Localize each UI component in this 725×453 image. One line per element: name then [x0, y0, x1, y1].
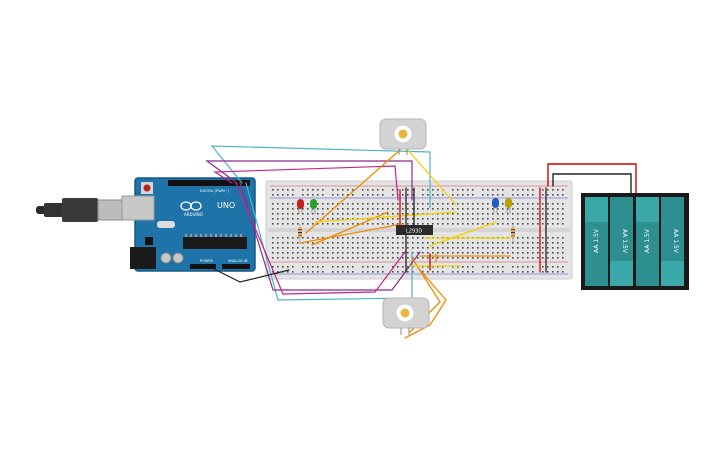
dc-motor-icon[interactable] — [379, 118, 427, 155]
arduino-logo: ARDUINO — [180, 201, 203, 217]
led-red[interactable] — [297, 199, 304, 214]
wire-magenta-bottom[interactable] — [235, 182, 406, 295]
wire-magenta-top[interactable] — [213, 165, 399, 201]
wire-yellow-1[interactable] — [407, 149, 457, 206]
resistor-right[interactable] — [511, 224, 515, 242]
battery-cell-label: AA 1.5V — [621, 229, 628, 254]
arduino-model: UNO — [217, 201, 235, 210]
led-yellow[interactable] — [505, 198, 512, 213]
wire-orange-1[interactable] — [305, 149, 401, 234]
dc-motor-icon[interactable] — [382, 297, 430, 335]
led-green[interactable] — [310, 199, 317, 214]
breadboard-holes — [272, 189, 564, 273]
usb-cable-icon — [36, 198, 123, 222]
wire-orange-6[interactable] — [404, 269, 447, 339]
battery-cell: AA 1.5V — [610, 197, 633, 286]
wire-black-ground[interactable] — [211, 267, 290, 283]
driver-ic-label: L293D — [406, 229, 422, 235]
analog-header-label: ANALOG IN — [228, 259, 248, 263]
driver-ic[interactable]: L293D — [396, 225, 433, 235]
wire-yellow-2[interactable] — [314, 211, 457, 223]
wire-cyan-bottom[interactable] — [245, 182, 413, 301]
wire-yellow-3[interactable] — [429, 221, 497, 247]
battery-cell: AA 1.5V — [585, 197, 608, 286]
wire-red-battery[interactable] — [547, 163, 637, 196]
battery-pack-icon[interactable]: AA 1.5V AA 1.5V AA 1.5V AA 1.5V — [581, 193, 689, 290]
wire-cyan-top[interactable] — [210, 145, 431, 209]
battery-cell-label: AA 1.5V — [644, 228, 651, 253]
resistor-left[interactable] — [298, 224, 302, 242]
battery-cell: AA 1.5V — [636, 197, 659, 286]
arduino-brand: ARDUINO — [184, 212, 203, 217]
battery-cell: AA 1.5V — [661, 197, 684, 286]
battery-cell-label: AA 1.5V — [672, 229, 679, 254]
digital-header-label: DIGITAL (PWM~) — [200, 189, 230, 193]
wires — [205, 145, 637, 339]
arduino-uno-board[interactable]: DIGITAL (PWM~) ARDUINO UNO POWER ANALOG … — [121, 177, 256, 272]
power-header-label: POWER — [200, 259, 214, 263]
wire-orange-2[interactable] — [299, 223, 403, 244]
battery-cell-label: AA 1.5V — [593, 228, 600, 253]
led-blue[interactable] — [492, 198, 499, 213]
wire-black-battery[interactable] — [552, 173, 632, 196]
